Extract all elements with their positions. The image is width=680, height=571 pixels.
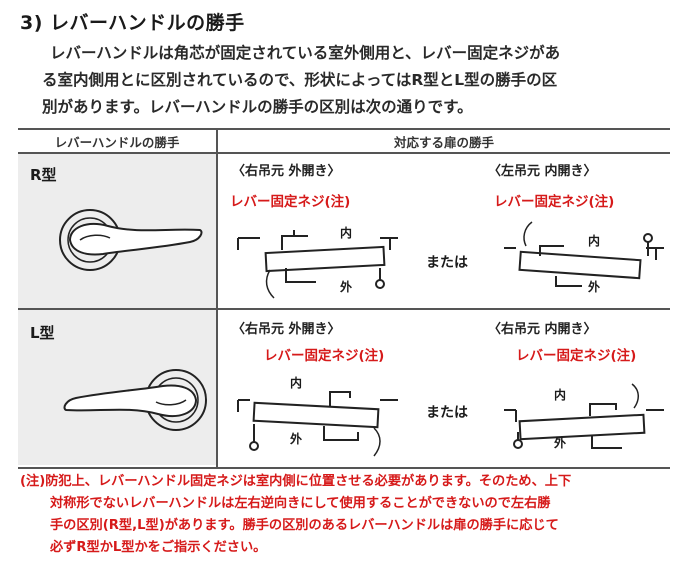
l-type-handle-illustration [63,369,207,431]
l-right-outside-label: 外 [554,436,567,450]
r-left-door-diagram [237,230,398,299]
l-or-label: または [426,405,468,421]
column-divider [216,130,218,467]
intro-line-3: 別があります。レバーハンドルの勝手の区別は次の通りです。 [42,98,473,116]
r-right-outside-label: 外 [588,280,601,294]
footnote-line-1: (注)防犯上、レバーハンドル固定ネジは室内側に位置させる必要があります。そのため… [20,474,572,489]
footnote-line-2: 対称形でないレバーハンドルは左右逆向きにして使用することができないので左右勝 [50,496,551,511]
l-left-outside-label: 外 [290,432,303,446]
r-right-inside-label: 内 [588,234,601,248]
intro-paragraph: レバーハンドルは角芯が固定されている室外側用と、レバー固定ネジがあ る室内側用と… [42,40,672,121]
footnote: (注)防犯上、レバーハンドル固定ネジは室内側に位置させる必要があります。そのため… [20,471,670,559]
l-left-inside-label: 内 [290,376,303,390]
r-type-handle-illustration [59,209,203,271]
l-left-caption: 〈右吊元 外開き〉 [232,322,341,337]
r-right-caption: 〈左吊元 内開き〉 [488,164,597,179]
r-left-outside-label: 外 [340,280,353,294]
l-right-inside-label: 内 [554,388,567,402]
intro-line-2: る室内側用とに区別されているので、形状によってはR型とL型の勝手の区 [42,71,558,89]
l-type-label: L型 [30,324,55,342]
r-type-label: R型 [30,166,57,184]
row-divider [18,308,670,310]
l-left-door-diagram [237,391,398,457]
r-or-label: または [426,255,468,271]
header-door-handing: 対応する扉の勝手 [393,135,494,150]
r-right-door-diagram [504,221,664,287]
header-rule [18,152,670,154]
header-lever-handing: レバーハンドルの勝手 [54,135,180,150]
l-right-caption: 〈右吊元 内開き〉 [488,322,597,337]
handing-table: レバーハンドルの勝手 対応する扉の勝手 R型 〈右吊元 外開き〉 〈左吊元 内開… [18,128,670,469]
r-right-screw-label: レバー固定ネジ(注) [494,194,615,210]
l-right-screw-label: レバー固定ネジ(注) [516,348,637,364]
l-left-screw-label: レバー固定ネジ(注) [264,348,385,364]
r-left-caption: 〈右吊元 外開き〉 [232,164,341,179]
footnote-line-4: 必ずR型かL型かをご指示ください。 [50,540,267,555]
footnote-line-3: 手の区別(R型,L型)があります。勝手の区別のあるレバーハンドルは扉の勝手に応じ… [50,518,559,533]
r-left-screw-label: レバー固定ネジ(注) [230,194,351,210]
section-title: 3) レバーハンドルの勝手 [20,12,245,34]
intro-line-1: レバーハンドルは角芯が固定されている室外側用と、レバー固定ネジがあ [50,44,561,62]
l-right-door-diagram [504,383,664,449]
r-left-inside-label: 内 [340,226,353,240]
